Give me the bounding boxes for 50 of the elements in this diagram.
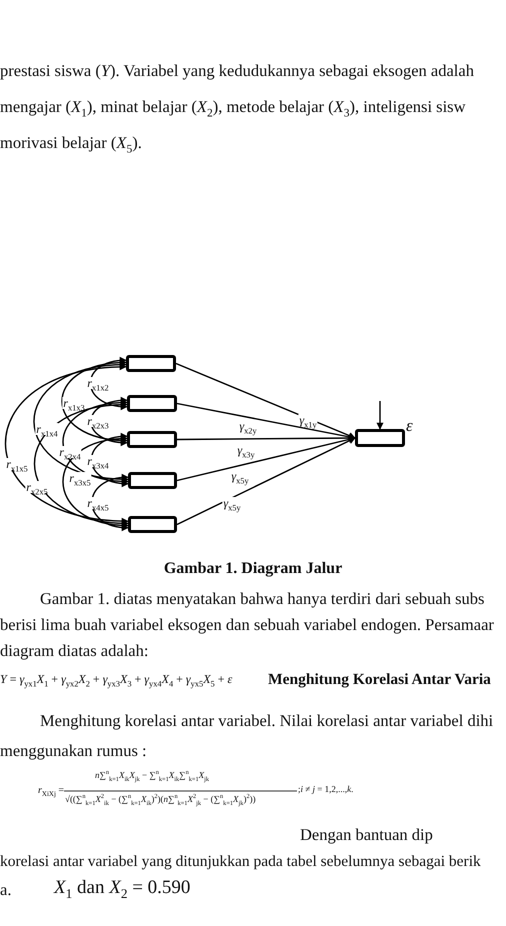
formula-text: r$_{XiXj}$ = xyxy=(38,785,64,796)
correlation-arrow xyxy=(33,362,129,482)
correlation-arrow xyxy=(91,474,129,531)
text-line: menggunakan rumus : xyxy=(0,742,147,760)
text-line: X$_{1}$ dan X$_{2}$ = 0.590 xyxy=(54,878,190,899)
correlation-arrow xyxy=(90,357,128,410)
text-line: mengajar (X$_{1}$), minat belajar (X$_{2}$), metode belajar (X$_{3}$), inteligensi sisw xyxy=(0,98,466,116)
correlation-arrow xyxy=(90,397,128,446)
formula-text: n∑$^{n}$$_{k=1}$X$_{ik}$X$_{jk}$ − ∑$^{n}$$_{k=1}$X$_{ik}$∑$^{n}$$_{k=1}$X$_{jk}$ xyxy=(95,771,210,781)
text-line: Menghitung korelasi antar variabel. Nilai korelasi antar variabel dihi xyxy=(40,712,494,730)
error-term-label: ε xyxy=(406,417,413,436)
correlation-arrow xyxy=(62,399,129,485)
formula-text: ;i ≠ j = 1,2,...,k. xyxy=(298,785,354,795)
edge-label: r$_{x1x5}$ xyxy=(5,458,29,470)
text-line: korelasi antar variabel yang ditunjukkan pada tabel sebelumnya sebagai berik xyxy=(0,853,481,870)
edge-label: r$_{x1x3}$ xyxy=(62,397,86,409)
path-arrow xyxy=(176,402,356,440)
correlation-arrow xyxy=(62,435,129,529)
figure-caption: Gambar 1. Diagram Jalur xyxy=(162,560,344,578)
edge-label: r$_{x1x4}$ xyxy=(35,423,59,435)
edge-label: r$_{x1x2}$ xyxy=(86,377,110,389)
error-arrow xyxy=(376,401,384,430)
variable-box xyxy=(126,355,176,372)
correlation-arrow xyxy=(34,402,129,526)
variable-box xyxy=(127,395,177,412)
variable-box xyxy=(355,429,405,447)
edge-label: r$_{x3x4}$ xyxy=(86,455,110,467)
equation: Y = γ$_{yx1}$X$_{1}$ + γ$_{yx2}$X$_{2}$ + γ$_{yx3}$X$_{3}$ + γ$_{yx4}$X$_{4}$ + γ$_{yx5}$X$_{5}$ + ε xyxy=(0,673,232,686)
text-line: prestasi siswa (Y). Variabel yang kedudukannya sebagai eksogen adalah xyxy=(0,62,474,80)
edge-label: r$_{x2x4}$ xyxy=(58,446,82,458)
correlation-arrow xyxy=(4,364,129,524)
variable-box xyxy=(128,516,177,533)
section-heading: Menghitung Korelasi Antar Varia xyxy=(268,671,491,688)
text-line: diagram diatas adalah: xyxy=(0,642,148,660)
edge-label: r$_{x3x5}$ xyxy=(68,472,92,484)
path-arrow xyxy=(176,437,356,526)
path-arrow xyxy=(176,362,356,439)
correlation-arrow xyxy=(90,433,129,487)
formula-text: √((∑$^{n}$$_{k=1}$X$^{2}$$_{ik}$ − (∑$^{n}$$_{k=1}$X$_{ik}$)$^{2}$)(n∑$^{n}$$_{k=1}$X$^{2}$$_{jk}$ − (∑$^{n}$$_{k=1}$X$_{jk}$)$^{2}$)) xyxy=(65,795,256,805)
correlation-arrow xyxy=(61,359,128,444)
variable-box xyxy=(128,472,177,489)
list-marker: a. xyxy=(0,881,12,900)
text-line: Dengan bantuan dip xyxy=(300,826,433,844)
text-line: morivasi belajar (X$_{5}$). xyxy=(0,134,142,152)
edge-label: r$_{x2x5}$ xyxy=(25,481,49,493)
edge-label: r$_{x4x5}$ xyxy=(86,497,110,509)
text-line: berisi lima buah variabel eksogen dan sebuah variabel endogen. Persamaar xyxy=(0,616,494,634)
edge-label: r$_{x2x3}$ xyxy=(86,415,110,427)
text-line: Gambar 1. diatas menyatakan bahwa hanya terdiri dari sebuah subs xyxy=(40,590,484,608)
variable-box xyxy=(127,431,177,448)
